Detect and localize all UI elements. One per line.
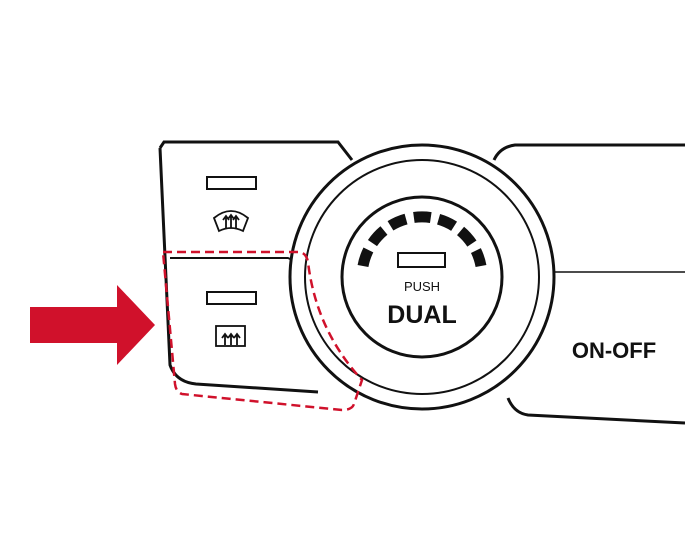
push-label: PUSH bbox=[404, 279, 440, 294]
knob-outer-ring bbox=[288, 143, 556, 411]
knob-middle-ring bbox=[304, 159, 540, 395]
front-defrost-icon bbox=[212, 210, 250, 233]
button-divider bbox=[170, 257, 303, 271]
front-defrost-button[interactable] bbox=[206, 176, 257, 233]
dual-label: DUAL bbox=[387, 301, 456, 329]
rear-defrost-button[interactable] bbox=[206, 291, 257, 347]
rear-defrost-indicator bbox=[206, 291, 257, 305]
on-off-label: ON-OFF bbox=[572, 338, 656, 363]
rear-defrost-icon bbox=[215, 325, 246, 347]
right-panel: ON-OFF bbox=[492, 143, 685, 425]
temperature-scale-icon bbox=[357, 211, 487, 268]
dual-knob[interactable]: PUSH DUAL bbox=[288, 143, 556, 411]
knob-inner-ring bbox=[340, 195, 504, 359]
pointer-arrow-icon bbox=[30, 285, 155, 365]
highlight-outline bbox=[161, 250, 364, 412]
dual-indicator bbox=[397, 252, 446, 268]
front-defrost-indicator bbox=[206, 176, 257, 190]
